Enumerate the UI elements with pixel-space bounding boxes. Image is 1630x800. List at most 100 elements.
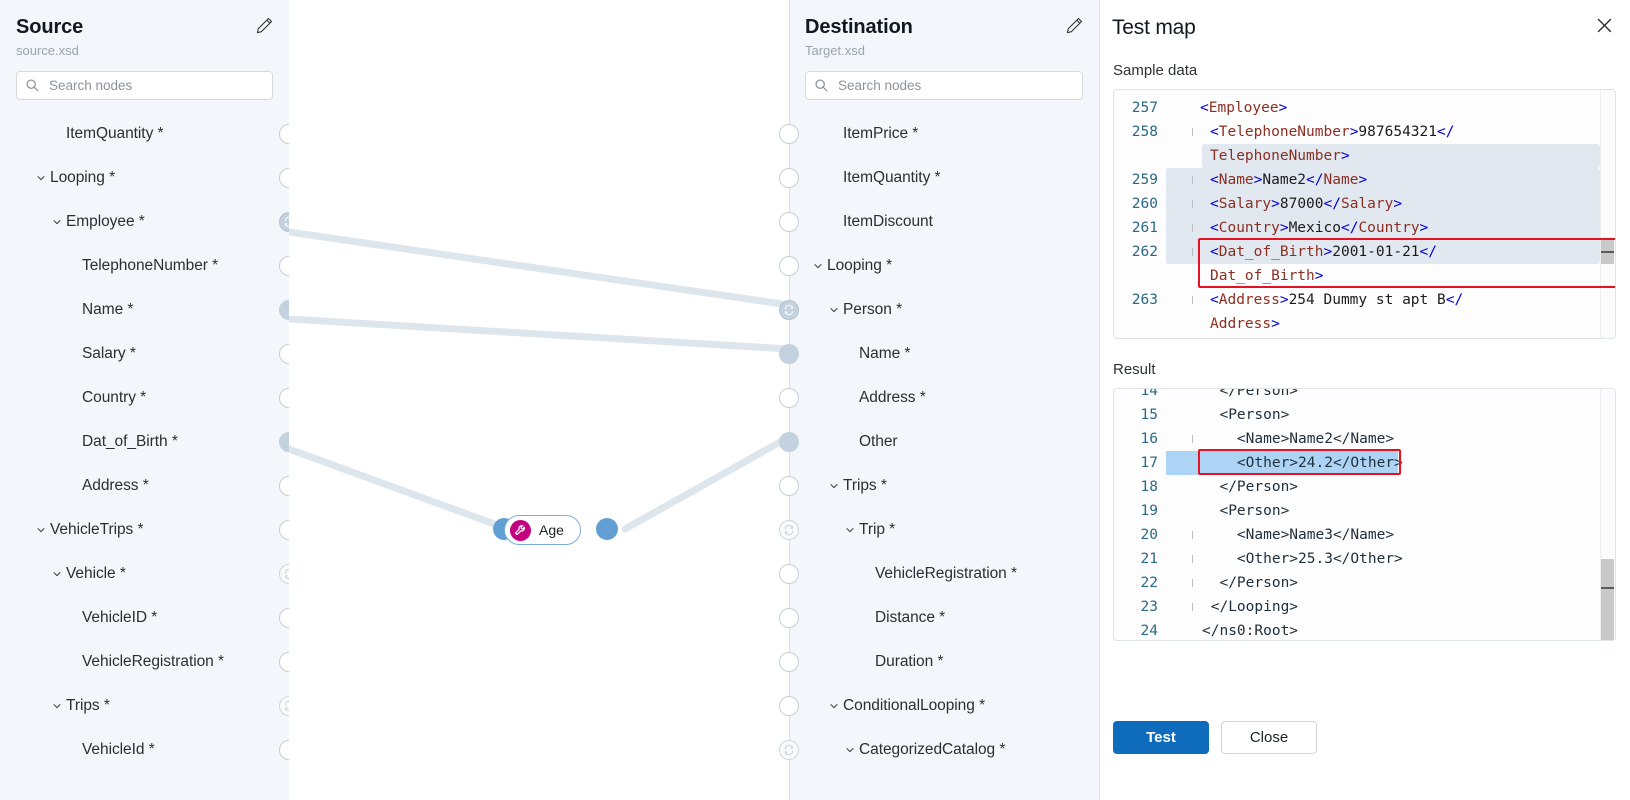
pencil-icon[interactable] — [1063, 14, 1085, 36]
destination-node-connector[interactable] — [779, 652, 799, 672]
result-code: <Person> — [1202, 503, 1290, 519]
destination-node-connector[interactable] — [779, 168, 799, 188]
line-number: 23 — [1140, 599, 1158, 615]
destination-tree-item[interactable]: Other — [789, 420, 1099, 464]
destination-tree-item[interactable]: ItemDiscount — [789, 200, 1099, 244]
chevron-down-icon[interactable] — [843, 524, 856, 537]
destination-node-connector[interactable] — [779, 608, 799, 628]
result-code: <Other>25.3</Other> — [1202, 551, 1403, 567]
destination-search-input[interactable] — [836, 77, 1074, 94]
destination-tree-item[interactable]: VehicleRegistration * — [789, 552, 1099, 596]
destination-tree-item[interactable]: Looping * — [789, 244, 1099, 288]
destination-tree-item[interactable]: Trip * — [789, 508, 1099, 552]
destination-node-connector[interactable] — [779, 432, 799, 452]
source-tree-item-label: VehicleId * — [82, 741, 155, 758]
source-search-input[interactable] — [47, 77, 264, 94]
destination-tree-item[interactable]: Person * — [789, 288, 1099, 332]
destination-panel-header: Destination Target.xsd — [789, 0, 1099, 61]
chevron-down-icon[interactable] — [50, 568, 63, 581]
sample-data-scrollbar[interactable] — [1600, 90, 1615, 338]
line-number: 257 — [1131, 100, 1158, 116]
source-search-box[interactable] — [16, 71, 273, 100]
result-scroll-thumb[interactable] — [1601, 559, 1614, 640]
sample-data-line: 259<Name>Name2</Name> — [1114, 168, 1615, 192]
chevron-down-icon[interactable] — [50, 700, 63, 713]
result-code: <Name>Name2</Name> — [1202, 431, 1395, 447]
destination-node-connector[interactable] — [779, 388, 799, 408]
chevron-down-icon[interactable] — [843, 744, 856, 757]
chevron-down-icon[interactable] — [827, 304, 840, 317]
result-line: 17 <Other>24.2</Other> — [1114, 451, 1615, 475]
line-number: 24 — [1140, 623, 1158, 639]
result-code: </Person> — [1202, 479, 1299, 495]
source-panel-header: Source source.xsd — [0, 0, 289, 61]
destination-panel: Destination Target.xsd ItemPrice *ItemQu… — [779, 0, 1099, 800]
destination-node-connector[interactable] — [779, 300, 799, 320]
destination-node-connector[interactable] — [779, 740, 799, 760]
chevron-down-icon[interactable] — [827, 700, 840, 713]
destination-tree-item[interactable]: Trips * — [789, 464, 1099, 508]
result-line: 14 </Person> — [1114, 389, 1615, 403]
source-tree-item[interactable]: Salary * — [0, 332, 289, 376]
source-tree-item[interactable]: VehicleId * — [0, 728, 289, 772]
chevron-down-icon[interactable] — [34, 524, 47, 537]
destination-title: Destination — [805, 16, 913, 38]
line-number: 260 — [1131, 196, 1158, 212]
destination-tree-item[interactable]: Distance * — [789, 596, 1099, 640]
source-tree-item-label: Address * — [82, 477, 149, 494]
destination-node-connector[interactable] — [779, 476, 799, 496]
source-tree-item[interactable]: Dat_of_Birth * — [0, 420, 289, 464]
source-tree-item[interactable]: Looping * — [0, 156, 289, 200]
destination-tree-item[interactable]: ItemQuantity * — [789, 156, 1099, 200]
source-tree-item[interactable]: Country * — [0, 376, 289, 420]
destination-tree-item[interactable]: CategorizedCatalog * — [789, 728, 1099, 772]
destination-tree-item-label: Address * — [859, 389, 926, 406]
sample-data-editor[interactable]: 257<Employee>258<TelephoneNumber>9876543… — [1113, 89, 1616, 339]
destination-node-connector[interactable] — [779, 696, 799, 716]
source-tree-item[interactable]: ItemQuantity * — [0, 112, 289, 156]
source-tree-item[interactable]: VehicleID * — [0, 596, 289, 640]
source-tree-item-label: VehicleRegistration * — [82, 653, 224, 670]
result-line: 21 <Other>25.3</Other> — [1114, 547, 1615, 571]
destination-node-connector[interactable] — [779, 124, 799, 144]
source-tree-item[interactable]: Name * — [0, 288, 289, 332]
result-line: 20 <Name>Name3</Name> — [1114, 523, 1615, 547]
destination-tree-item[interactable]: Duration * — [789, 640, 1099, 684]
source-tree-item-label: Dat_of_Birth * — [82, 433, 178, 450]
destination-node-connector[interactable] — [779, 520, 799, 540]
pencil-icon[interactable] — [253, 14, 275, 36]
sample-data-scroll-thumb[interactable] — [1601, 238, 1614, 264]
source-tree-item[interactable]: Address * — [0, 464, 289, 508]
chevron-down-icon[interactable] — [34, 172, 47, 185]
chevron-down-icon[interactable] — [827, 480, 840, 493]
result-code: </Person> — [1202, 575, 1299, 591]
source-tree-item[interactable]: Vehicle * — [0, 552, 289, 596]
chevron-down-icon[interactable] — [811, 260, 824, 273]
source-tree-item[interactable]: Trips * — [0, 684, 289, 728]
destination-tree-item[interactable]: Address * — [789, 376, 1099, 420]
close-button[interactable]: Close — [1221, 721, 1317, 754]
age-node-output-port[interactable] — [596, 518, 618, 540]
destination-tree-item[interactable]: Name * — [789, 332, 1099, 376]
result-editor[interactable]: 14 </Person>15 <Person>16 <Name>Name2</N… — [1113, 388, 1616, 641]
destination-search-box[interactable] — [805, 71, 1083, 100]
source-tree-item[interactable]: Employee * — [0, 200, 289, 244]
sample-data-line: 262<Dat_of_Birth>2001-01-21</ — [1114, 240, 1615, 264]
function-node-age[interactable]: Age — [504, 515, 581, 545]
destination-tree-item[interactable]: ItemPrice * — [789, 112, 1099, 156]
result-code: </ns0:Root> — [1202, 623, 1299, 639]
sample-data-code: <Salary>87000</Salary> — [1210, 196, 1403, 212]
destination-node-connector[interactable] — [779, 212, 799, 232]
source-tree-item[interactable]: TelephoneNumber * — [0, 244, 289, 288]
chevron-down-icon[interactable] — [50, 216, 63, 229]
destination-node-connector[interactable] — [779, 564, 799, 584]
test-button[interactable]: Test — [1113, 721, 1209, 754]
mapping-canvas[interactable]: Age — [289, 0, 789, 800]
source-tree-item[interactable]: VehicleRegistration * — [0, 640, 289, 684]
close-icon[interactable] — [1592, 13, 1616, 37]
destination-tree-item[interactable]: ConditionalLooping * — [789, 684, 1099, 728]
result-scrollbar[interactable] — [1600, 389, 1615, 640]
source-tree-item[interactable]: VehicleTrips * — [0, 508, 289, 552]
destination-node-connector[interactable] — [779, 256, 799, 276]
destination-node-connector[interactable] — [779, 344, 799, 364]
